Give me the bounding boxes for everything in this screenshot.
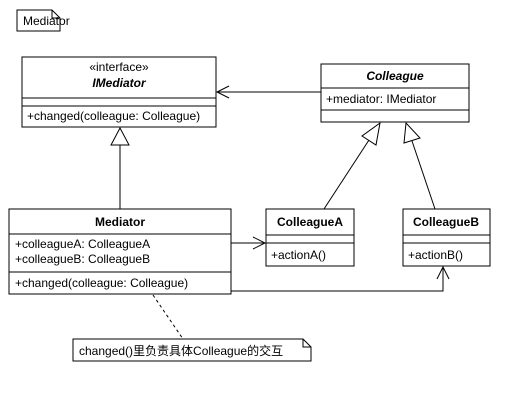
class-colleague: Colleague +mediator: IMediator bbox=[320, 63, 470, 123]
class-colleague-b: ColleagueB +actionB() bbox=[402, 208, 491, 267]
realization-mediator-imediator bbox=[110, 126, 130, 209]
note-changed: changed()里负责具体Colleague的交互 bbox=[72, 338, 312, 362]
mediator-operation: +changed(colleague: Colleague) bbox=[15, 276, 188, 290]
colleague-b-operation: +actionB() bbox=[408, 248, 463, 262]
mediator-attribute-b: +colleagueB: ColleagueB bbox=[15, 252, 150, 266]
colleague-a-operation: +actionA() bbox=[271, 248, 326, 262]
mediator-attribute-a: +colleagueA: ColleagueA bbox=[15, 237, 150, 251]
note-changed-text: changed()里负责具体Colleague的交互 bbox=[79, 343, 283, 358]
class-mediator: Mediator +colleagueA: ColleagueA +collea… bbox=[8, 208, 232, 295]
association-colleague-imediator bbox=[215, 85, 321, 99]
association-mediator-colleague-b bbox=[231, 265, 450, 292]
class-colleague-a: ColleagueA +actionA() bbox=[265, 208, 355, 267]
association-mediator-colleague-a bbox=[231, 236, 267, 250]
note-mediator: Mediator bbox=[16, 9, 70, 32]
colleague-name: Colleague bbox=[366, 69, 424, 83]
imediator-stereotype: «interface» bbox=[89, 60, 149, 74]
colleague-b-name: ColleagueB bbox=[413, 215, 479, 229]
generalization-colleague-b bbox=[403, 121, 436, 210]
colleague-attribute: +mediator: IMediator bbox=[326, 92, 436, 106]
note-anchor-dashed bbox=[152, 294, 184, 340]
colleague-a-name: ColleagueA bbox=[277, 215, 343, 229]
imediator-name: IMediator bbox=[92, 76, 147, 90]
generalization-colleague-a bbox=[323, 121, 381, 210]
imediator-operation: +changed(colleague: Colleague) bbox=[27, 109, 200, 123]
mediator-name: Mediator bbox=[95, 215, 145, 229]
note-mediator-text: Mediator bbox=[23, 14, 70, 28]
class-imediator: «interface» IMediator +changed(colleague… bbox=[21, 56, 217, 128]
